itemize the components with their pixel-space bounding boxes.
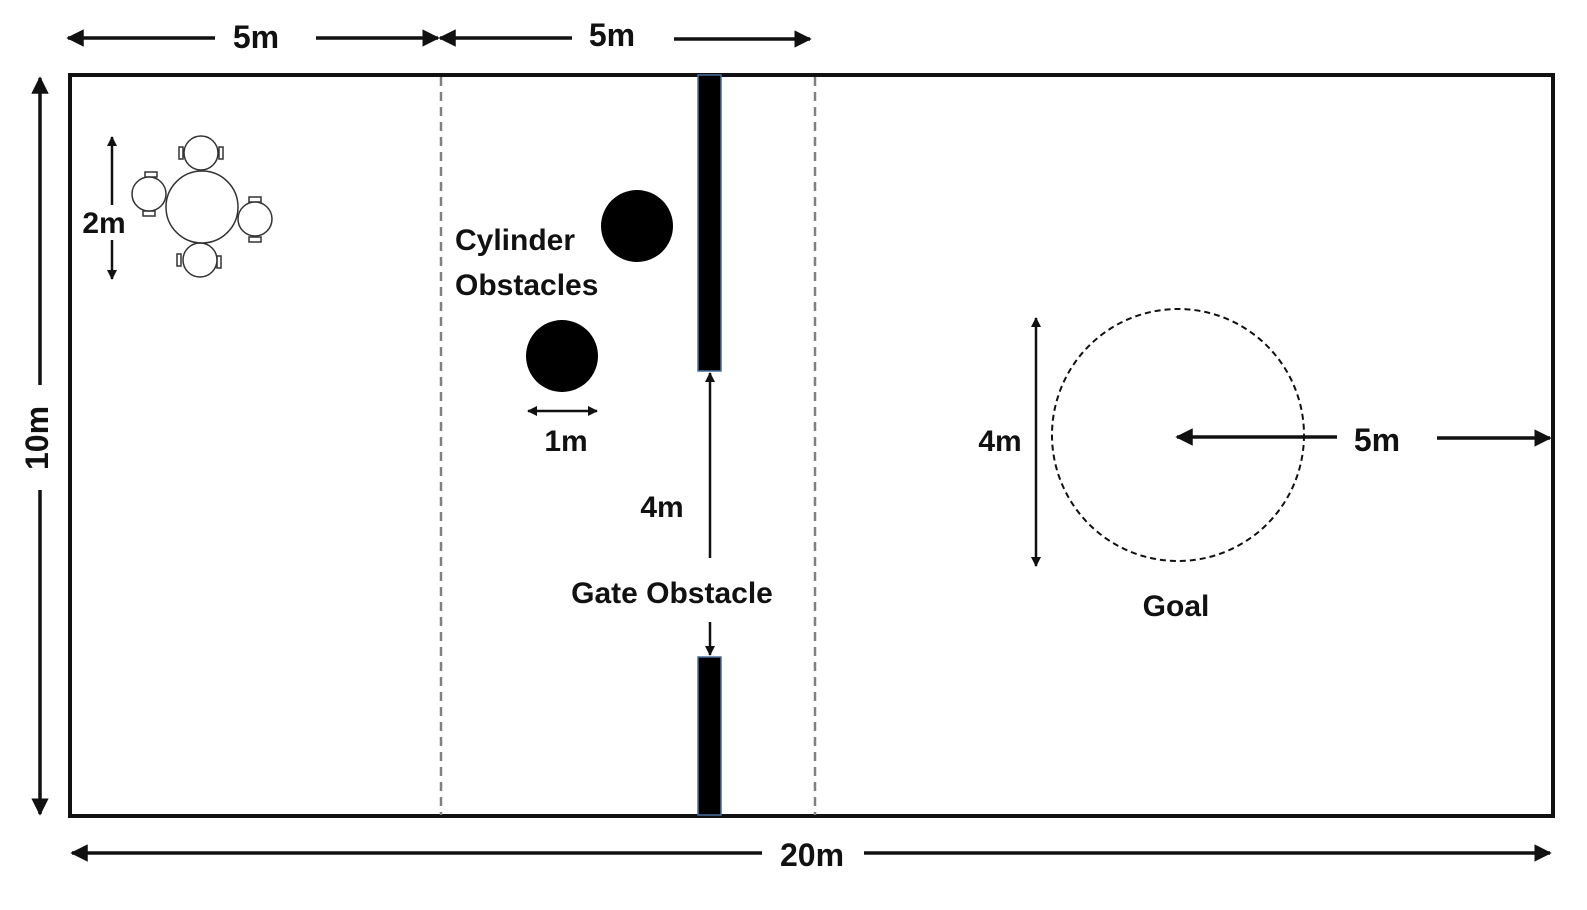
- height-dimension: 10m: [19, 76, 55, 816]
- width-label: 20m: [780, 837, 844, 873]
- gate-label: Gate Obstacle: [571, 577, 773, 610]
- goal-label: Goal: [1143, 590, 1210, 623]
- gate-wall-bottom: [697, 656, 722, 816]
- table-with-chairs-icon: [131, 135, 273, 278]
- cylinder-diameter-dimension: 1m: [527, 406, 598, 458]
- goal-diameter-dimension: 4m: [978, 317, 1041, 567]
- goal-region: [1051, 308, 1305, 562]
- table-size-label: 2m: [82, 207, 125, 240]
- goal-distance-label: 5m: [1354, 422, 1400, 458]
- table-size-dimension: 2m: [82, 136, 126, 280]
- width-dimension: 20m: [70, 837, 1552, 873]
- gate-wall-top: [697, 74, 722, 372]
- top-left-span-label: 5m: [233, 19, 279, 55]
- top-middle-dimension: 5m: [438, 17, 812, 53]
- arena-boundary: [68, 73, 1555, 818]
- gate-gap-dimension: 4m: [640, 372, 715, 656]
- cylinder-label-line1: Cylinder: [455, 224, 575, 257]
- top-middle-span-label: 5m: [589, 17, 635, 53]
- height-label: 10m: [19, 406, 55, 470]
- gate-gap-label: 4m: [640, 491, 683, 524]
- goal-diameter-label: 4m: [978, 425, 1021, 458]
- goal-distance-dimension: 5m: [1175, 422, 1552, 458]
- cylinder-diameter-label: 1m: [544, 425, 587, 458]
- cylinder-label-line2: Obstacles: [455, 269, 598, 302]
- cylinder-obstacle-lower: [526, 320, 598, 392]
- top-left-dimension: 5m: [66, 19, 440, 55]
- cylinder-obstacle-upper: [601, 190, 673, 262]
